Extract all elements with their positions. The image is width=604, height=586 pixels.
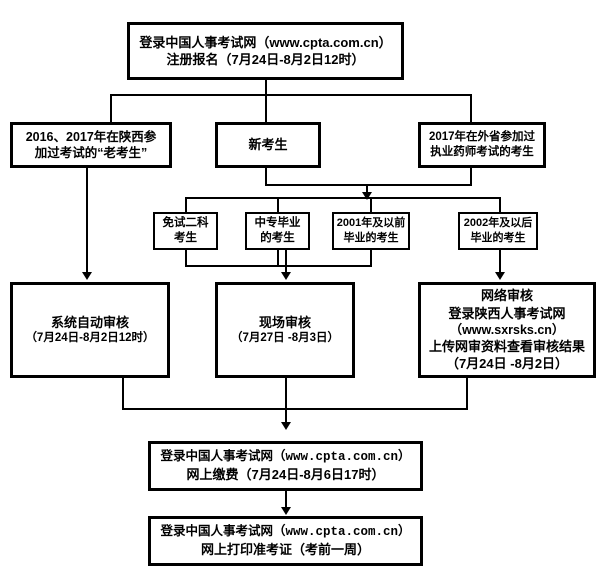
node-old-candidate-line-2: 加过考试的“老考生” [34, 146, 148, 160]
node-after-2002-line-1: 2002年及以后 [463, 217, 533, 230]
connector-to-other-province [470, 94, 472, 122]
node-print-ticket-line-2: 网上打印准考证（考前一周） [200, 541, 370, 557]
connector-row2-merge-bus [265, 184, 472, 186]
connector-after-2002-down [499, 250, 501, 274]
node-new-candidate-line-1: 新考生 [248, 137, 288, 153]
arrow-payment [281, 422, 291, 430]
connector-register-down [265, 80, 267, 96]
connector-to-exempt-two [185, 197, 187, 212]
connector-row1-bus [110, 94, 472, 96]
node-online-review-line-1: 网络审核 [480, 288, 533, 304]
node-other-province-line-1: 2017年在外省参加过 [428, 130, 536, 143]
node-exempt-two-line-2: 考生 [174, 232, 197, 244]
connector-to-before-2001 [370, 197, 372, 212]
node-other-province-line-2: 执业药师考试的考生 [430, 146, 534, 158]
connector-old-candidate-down [86, 168, 88, 274]
connector-to-new-candidate [265, 94, 267, 122]
arrow-auto-review [82, 272, 92, 280]
connector-to-after-2002 [499, 197, 501, 212]
node-online-review[interactable]: 网络审核 登录陕西人事考试网 （www.sxrsks.cn） 上传网审资料查看审… [418, 282, 596, 378]
connector-onsite-review-down [285, 378, 287, 422]
node-online-review-line-4: 上传网审资料查看审核结果 [428, 339, 585, 355]
node-onsite-review-line-2: （7月27日 -8月3日） [230, 331, 339, 344]
connector-row3-merge-down [285, 250, 287, 274]
node-onsite-review[interactable]: 现场审核 （7月27日 -8月3日） [215, 282, 355, 378]
connector-row2-merge-down [366, 184, 368, 194]
node-old-candidate[interactable]: 2016、2017年在陕西参 加过考试的“老考生” [10, 122, 172, 168]
node-vocational-school-graduate[interactable]: 中专毕业 的考生 [245, 212, 310, 250]
node-onsite-review-line-1: 现场审核 [258, 314, 311, 330]
connector-review-merge-bus [122, 408, 468, 410]
connector-other-province-down [470, 168, 472, 186]
node-vocational-line-1: 中专毕业 [254, 216, 301, 229]
node-print-ticket-line-1: 登录中国人事考试网（www.cpta.com.cn） [160, 525, 411, 540]
arrow-online-review [495, 272, 505, 280]
node-graduated-2002-or-later[interactable]: 2002年及以后 毕业的考生 [458, 212, 538, 250]
node-online-review-line-3: （www.sxrsks.cn） [449, 322, 565, 337]
node-vocational-line-2: 的考生 [260, 232, 295, 244]
arrow-row2-merge [362, 192, 372, 200]
node-online-review-line-5: （7月24日 -8月2日） [445, 356, 569, 372]
node-other-province-candidate[interactable]: 2017年在外省参加过 执业药师考试的考生 [418, 122, 546, 168]
node-auto-review-line-2: （7月24日-8月2日12时） [25, 331, 155, 344]
node-payment-line-1: 登录中国人事考试网（www.cpta.com.cn） [160, 450, 411, 465]
connector-to-vocational [277, 197, 279, 212]
connector-exempt-two-down [185, 250, 187, 267]
node-graduated-2001-or-earlier[interactable]: 2001年及以前 毕业的考生 [332, 212, 410, 250]
arrow-print-ticket [281, 507, 291, 515]
node-after-2002-line-2: 毕业的考生 [470, 232, 526, 244]
connector-payment-down [285, 491, 287, 509]
node-online-review-line-2: 登录陕西人事考试网 [448, 305, 566, 321]
arrow-onsite-review [281, 272, 291, 280]
connector-online-review-down [466, 378, 468, 410]
node-before-2001-line-1: 2001年及以前 [336, 217, 406, 230]
node-register-line-2: 注册报名（7月24日-8月2日12时） [166, 52, 365, 67]
connector-auto-review-down [122, 378, 124, 410]
connector-new-candidate-down [265, 168, 267, 186]
connector-row3-fanout-bus [185, 197, 501, 199]
connector-to-old-candidate [110, 94, 112, 122]
node-before-2001-line-2: 毕业的考生 [343, 232, 399, 244]
node-new-candidate[interactable]: 新考生 [215, 122, 321, 168]
node-old-candidate-line-1: 2016、2017年在陕西参 [25, 129, 157, 144]
connector-before-2001-down [370, 250, 372, 267]
connector-row3-merge-bus [185, 265, 372, 267]
node-online-payment[interactable]: 登录中国人事考试网（www.cpta.com.cn） 网上缴费（7月24日-8月… [148, 441, 423, 491]
node-register-line-1: 登录中国人事考试网（www.cpta.com.cn） [139, 34, 392, 50]
connector-vocational-down [277, 250, 279, 267]
node-system-auto-review[interactable]: 系统自动审核 （7月24日-8月2日12时） [10, 282, 170, 378]
node-exempt-two-line-1: 免试二科 [162, 216, 209, 229]
node-register[interactable]: 登录中国人事考试网（www.cpta.com.cn） 注册报名（7月24日-8月… [127, 22, 404, 80]
node-payment-line-2: 网上缴费（7月24日-8月6日17时） [186, 466, 385, 482]
node-exempt-two-subjects[interactable]: 免试二科 考生 [153, 212, 218, 250]
node-auto-review-line-1: 系统自动审核 [50, 314, 129, 330]
node-print-admission-ticket[interactable]: 登录中国人事考试网（www.cpta.com.cn） 网上打印准考证（考前一周） [148, 516, 423, 566]
